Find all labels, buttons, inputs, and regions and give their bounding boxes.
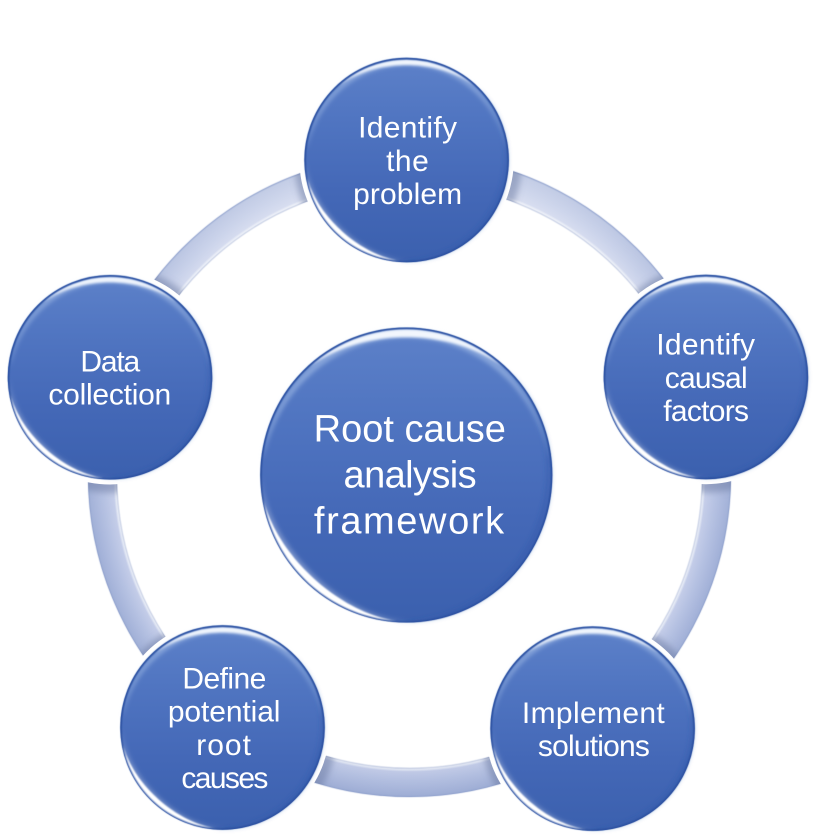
svg-text:Definepotentialrootcauses: Definepotentialrootcauses	[168, 663, 281, 796]
svg-text:Identifytheproblem: Identifytheproblem	[353, 112, 462, 211]
svg-text:Implementsolutions: Implementsolutions	[522, 697, 666, 763]
svg-text:Datacollection: Datacollection	[48, 346, 171, 412]
svg-text:Identifycausalfactors: Identifycausalfactors	[656, 329, 755, 428]
svg-text:Root causeanalysisframework: Root causeanalysisframework	[314, 409, 506, 543]
